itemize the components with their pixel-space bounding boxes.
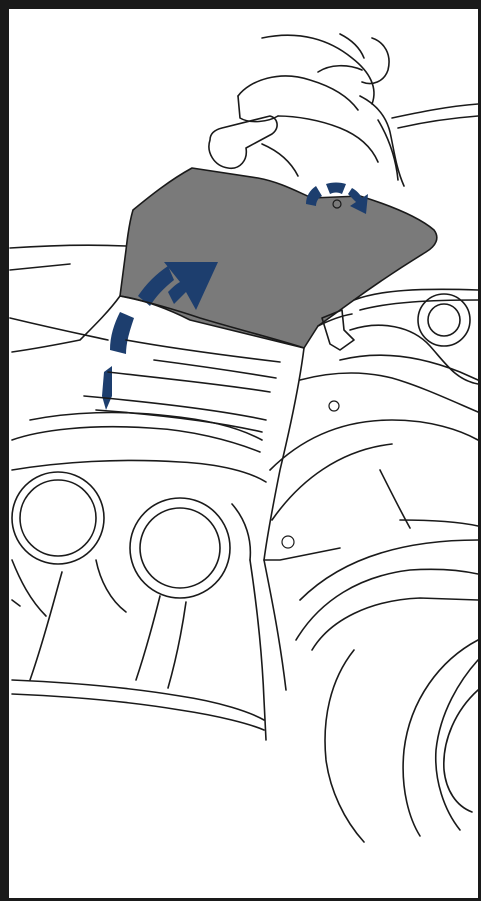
headlights-and-bumper: [12, 413, 286, 740]
front-cover-panel: [120, 168, 437, 348]
frame-border-left: [0, 0, 9, 901]
lift-arrow-icon: [102, 262, 218, 410]
fender-and-wheel: [264, 289, 478, 842]
frame-border-top: [0, 0, 481, 9]
handlebar-assembly: [209, 34, 478, 186]
cover-panel-shape: [120, 168, 437, 348]
